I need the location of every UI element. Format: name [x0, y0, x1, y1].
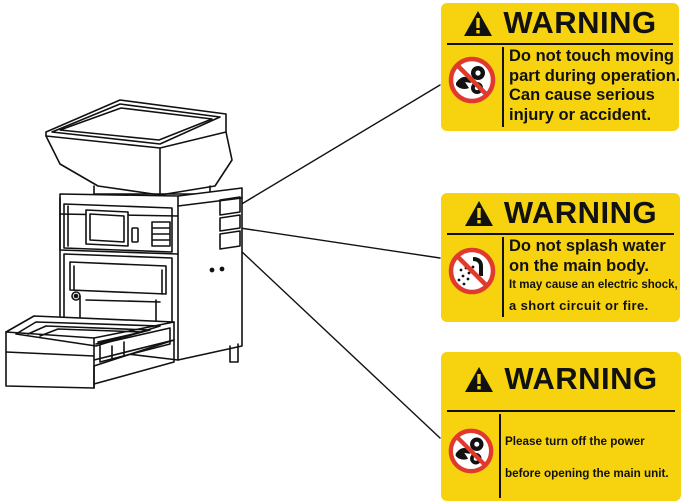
- warning-header: WARNING: [441, 193, 680, 233]
- warning-message: Do not touch moving part during operatio…: [509, 47, 679, 125]
- warning-title: WARNING: [503, 5, 657, 40]
- divider: [502, 237, 504, 317]
- warning-triangle-icon: [463, 10, 493, 37]
- leader-line-2: [239, 227, 441, 259]
- warning-header: WARNING: [441, 3, 679, 43]
- divider: [502, 47, 504, 127]
- warning-message: Do not splash water on the main body. It…: [509, 236, 678, 316]
- warning-line: before opening the main unit.: [505, 467, 669, 480]
- machine-hopper: [45, 99, 233, 196]
- warning-triangle-icon: [464, 366, 494, 393]
- warning-line: Please turn off the power: [505, 435, 645, 448]
- warning-title: WARNING: [503, 195, 658, 230]
- leader-line-3: [239, 249, 441, 439]
- machine-touchscreen: [85, 209, 139, 247]
- warning-triangle-icon: [464, 200, 494, 227]
- hand-caught-in-gears-prohibited-icon: [447, 427, 495, 480]
- warning-label-water: WARNING Do not splash water on the main …: [441, 193, 680, 322]
- divider: [447, 410, 675, 412]
- warning-line: Do not touch moving: [509, 47, 674, 65]
- warning-line: Can cause serious: [509, 86, 655, 104]
- warning-line: part during operation.: [509, 66, 679, 85]
- hand-caught-in-gears-prohibited-icon: [447, 55, 497, 110]
- divider: [447, 43, 673, 45]
- divider: [499, 414, 501, 498]
- machine-tray: [5, 315, 175, 389]
- divider: [447, 233, 674, 235]
- warning-line: It may cause an electric shock,: [509, 279, 678, 291]
- warning-message: Please turn off the power before opening…: [505, 426, 669, 490]
- warning-label-moving-parts: WARNING Do not touch moving part during …: [441, 3, 679, 131]
- warning-line: on the main body.: [509, 257, 649, 275]
- warning-label-power: WARNING Please turn off the power before…: [441, 352, 681, 501]
- warning-line: a short circuit or fire.: [509, 298, 649, 313]
- warning-title: WARNING: [504, 361, 658, 396]
- warning-line: Do not splash water: [509, 237, 666, 255]
- warning-line: injury or accident.: [509, 105, 652, 124]
- water-spray-prohibited-icon: [447, 246, 497, 301]
- warning-header: WARNING: [441, 352, 681, 406]
- leader-line-1: [239, 84, 441, 206]
